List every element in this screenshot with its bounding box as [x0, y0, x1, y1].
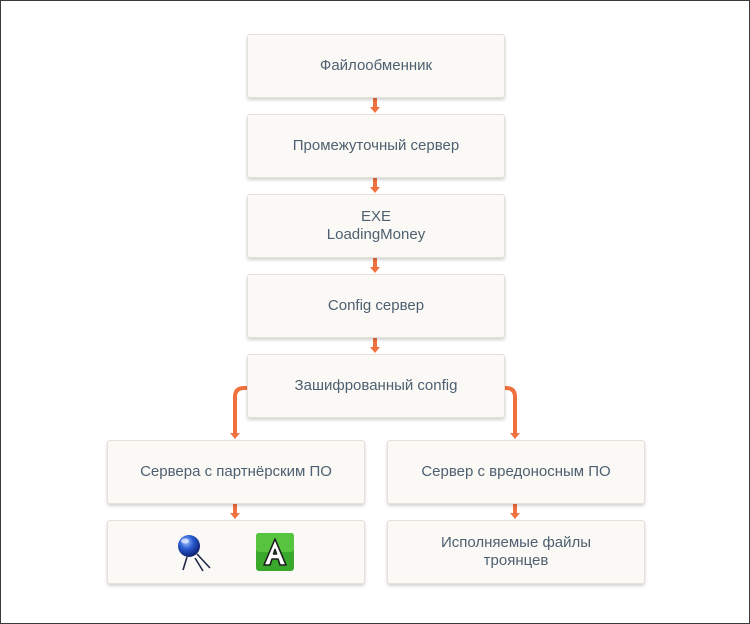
- node-trojan-files-line1: Исполняемые файлы: [440, 534, 592, 551]
- node-config-server: Config сервер: [247, 274, 505, 338]
- arrow-encrypted-to-malware-line: [503, 386, 517, 434]
- arrow-malwareserver-to-trojans-head: [510, 513, 520, 519]
- arrow-encrypted-to-partner-head: [230, 433, 240, 439]
- node-intermediate-server: Промежуточный сервер: [247, 114, 505, 178]
- arrow-configserver-to-encrypted-head: [370, 347, 380, 353]
- node-malware-server: Сервер с вредоносным ПО: [387, 440, 645, 504]
- node-exe-loadingmoney: EXE LoadingMoney: [247, 194, 505, 258]
- arrow-encrypted-to-malware-head: [510, 433, 520, 439]
- arrow-filehosting-to-intermediate-head: [370, 107, 380, 113]
- arrow-intermediate-to-exe-head: [370, 187, 380, 193]
- node-encrypted-config-label: Зашифрованный config: [294, 377, 458, 394]
- node-partner-servers: Сервера с партнёрским ПО: [107, 440, 365, 504]
- node-exe-line2: LoadingMoney: [326, 226, 426, 243]
- node-config-server-label: Config сервер: [327, 297, 425, 314]
- node-file-hosting: Файлообменник: [247, 34, 505, 98]
- arrow-partnerservers-to-software-head: [230, 513, 240, 519]
- arrow-exe-to-configserver-head: [370, 267, 380, 273]
- node-malware-server-label: Сервер с вредоносным ПО: [421, 463, 611, 480]
- node-trojan-files-line2: троянцев: [483, 552, 549, 569]
- node-partner-software: [107, 520, 365, 584]
- node-partner-servers-label: Сервера с партнёрским ПО: [140, 463, 332, 480]
- node-trojan-files: Исполняемые файлы троянцев: [387, 520, 645, 584]
- satellite-logo-icon: [178, 535, 211, 572]
- node-encrypted-config: Зашифрованный config: [247, 354, 505, 418]
- green-a-logo-icon: [256, 533, 294, 571]
- arrow-encrypted-to-partner-line: [233, 386, 247, 434]
- node-file-hosting-label: Файлообменник: [319, 57, 433, 74]
- node-exe-line1: EXE: [360, 208, 391, 225]
- node-intermediate-server-label: Промежуточный сервер: [292, 137, 460, 154]
